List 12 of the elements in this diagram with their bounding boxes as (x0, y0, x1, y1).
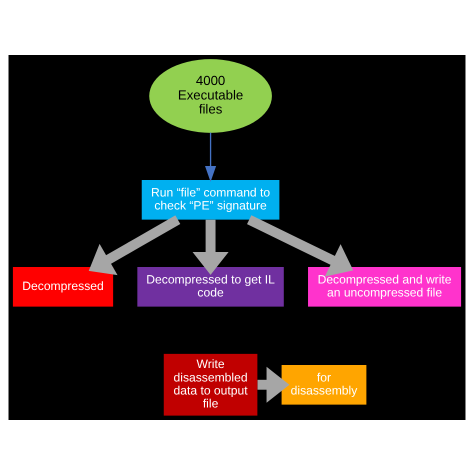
node-box: Run “file” command to check “PE” signature (142, 179, 280, 220)
arrow (205, 132, 216, 182)
arrow (258, 366, 290, 402)
arrow (247, 214, 354, 276)
node-box: Decompressed (12, 266, 114, 306)
arrow (192, 219, 229, 274)
node-box: for disassembly (282, 364, 366, 404)
node-ellipse: 4000 Executable files (149, 58, 272, 132)
node-box: Write disassembled data to output file (164, 353, 258, 416)
arrow (88, 214, 180, 275)
node-box: Decompressed and write an uncompressed file (308, 266, 462, 306)
node-box: Decompressed to get IL code (137, 266, 284, 306)
